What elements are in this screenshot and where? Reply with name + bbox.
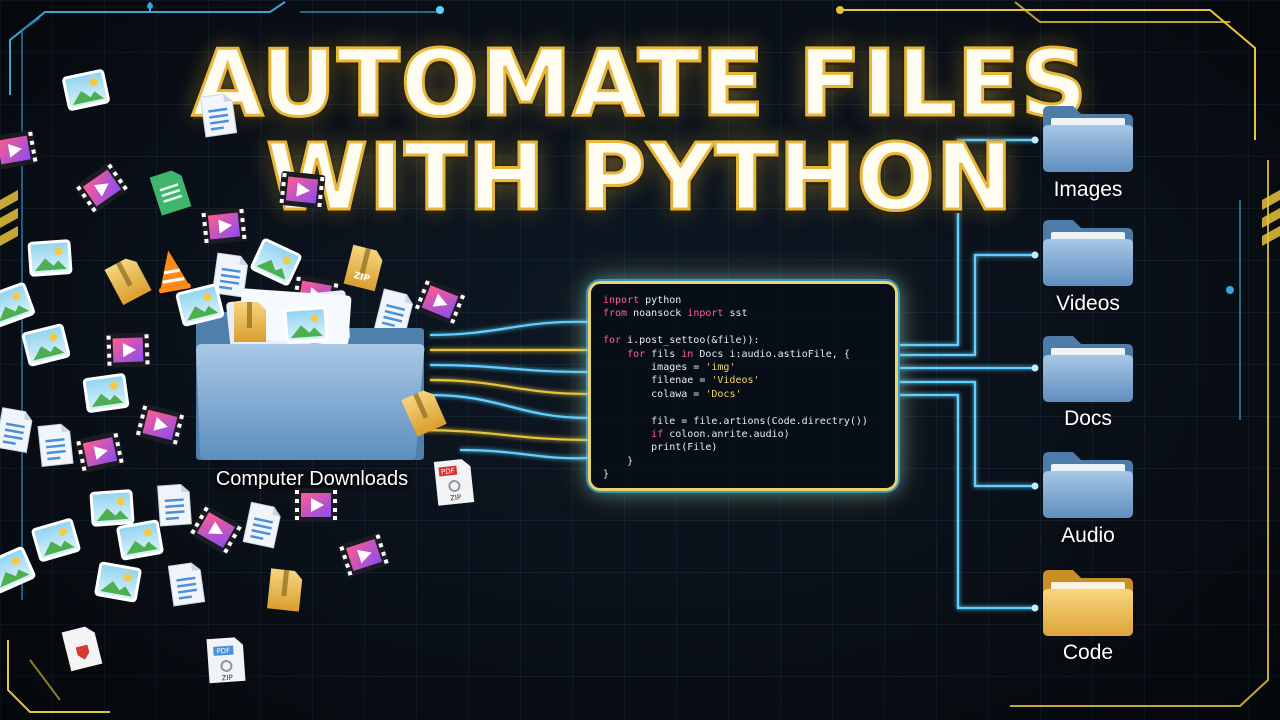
code-folder-icon [1043,570,1133,636]
code-text: } [603,455,634,467]
code-keyword: from [603,308,628,320]
code-line: } [603,468,895,481]
code-line: print(File) [603,441,895,454]
code-text: fils [645,348,682,360]
folder-label-videos: Videos [1056,292,1120,315]
svg-text:PDF: PDF [216,647,230,656]
code-line: } [603,455,895,468]
code-text: python [639,295,682,306]
title-line-2: WITH PYTHON [265,124,1015,231]
code-line: file = file.artions(Code.directry()) [603,415,895,428]
code-text: sst [723,308,748,320]
vlc-icon [158,250,191,294]
zip-file-icon: ZIP [352,271,371,285]
docs-folder-icon [1043,336,1133,402]
audio-folder-icon [1043,452,1133,518]
code-line: for i.post_settoo(&file)): [603,334,895,347]
pdf-file-icon: PDF ZIP [206,637,246,684]
code-string: 'Videos' [711,375,760,387]
code-line: for fils in Docs i:audio.astioFile, { [603,348,895,361]
code-text: } [603,469,610,481]
code-keyword: inport [603,295,640,306]
code-string: 'img' [705,361,736,373]
code-text: Docs i:audio.astioFile, { [693,348,850,360]
code-line: filenae = 'Videos' [603,374,895,387]
code-text: file = file.artions(Code.directry()) [603,415,868,427]
code-keyword: for [627,348,646,360]
code-keyword: for [603,335,622,347]
code-text: coloon.anrite.audio) [663,428,790,440]
pdf-file-icon [61,626,103,672]
folder-label-audio: Audio [1061,524,1115,547]
code-text: noansock [627,308,688,320]
code-line: colawa = 'Docs' [603,388,895,401]
code-line: if coloon.anrite.audio) [603,428,895,441]
images-folder-icon [1043,106,1133,172]
code-text: colawa = [603,388,706,400]
code-string: 'Docs' [705,388,742,400]
code-text: i.post_settoo(&file)): [621,335,760,347]
code-text: images = [603,361,706,373]
code-line: images = 'img' [603,361,895,374]
svg-text:ZIP: ZIP [352,271,371,285]
code-keyword: in [681,348,694,360]
code-text: filenae = [603,375,712,387]
svg-text:ZIP: ZIP [221,674,233,683]
title-line-1: AUTOMATE FILES [190,30,1089,137]
folder-label-images: Images [1053,178,1123,201]
svg-text:PDF: PDF [441,467,455,476]
code-keyword: if [651,428,664,440]
code-keyword: inport [687,308,724,320]
computer-downloads-label: Computer Downloads [215,468,409,490]
code-line: inport python [603,294,895,307]
code-line: from noansock inport sst [603,307,895,320]
pdf-file-icon: PDF ZIP [433,459,475,506]
svg-text:ZIP: ZIP [450,493,462,502]
videos-folder-icon [1043,220,1133,286]
folder-label-docs: Docs [1064,407,1112,430]
folder-label-code: Code [1062,641,1114,664]
code-text: print(File) [603,442,718,454]
